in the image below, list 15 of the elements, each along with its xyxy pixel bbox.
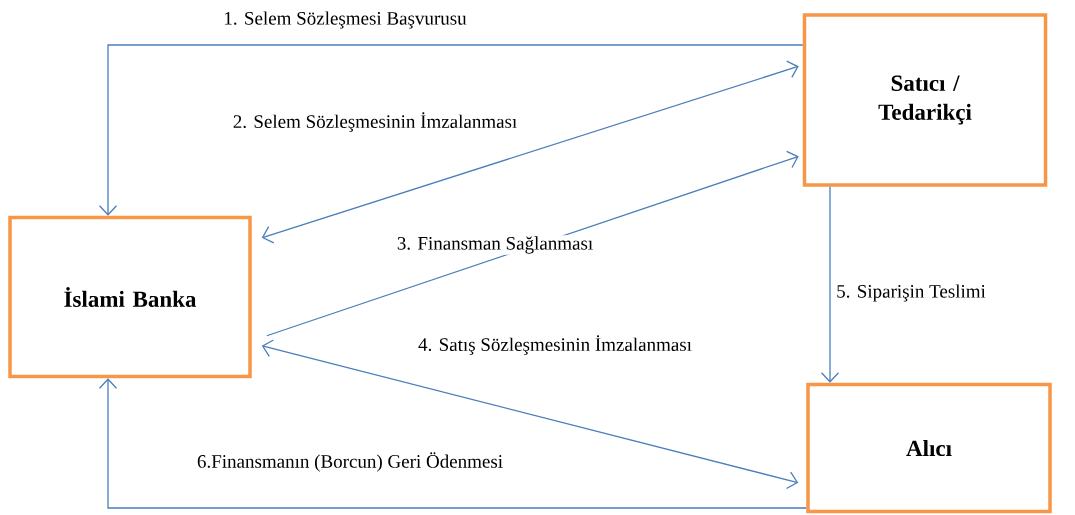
edge-label: 2. Selem Sözleşmesinin İmzalanması xyxy=(231,111,519,133)
arrow xyxy=(98,378,807,509)
edge-label: 4. Satış Sözleşmesinin İmzalanması xyxy=(417,334,693,356)
process-box: Satıcı / Tedarikçi xyxy=(802,13,1048,187)
edge-label: 5. Siparişin Teslimi xyxy=(835,283,987,303)
arrow xyxy=(820,186,840,383)
arrow xyxy=(261,60,799,244)
arrow xyxy=(266,150,799,337)
process-box: İslami Banka xyxy=(8,215,252,379)
arrow xyxy=(261,339,799,490)
arrow xyxy=(98,44,804,216)
process-box: Alıcı xyxy=(806,382,1052,514)
edge-label: 1. Selem Sözleşmesi Başvurusu xyxy=(222,10,468,30)
edge-label: 3. Finansman Sağlanması xyxy=(395,235,595,255)
edge-label: 6.Finansmanın (Borcun) Geri Ödenmesi xyxy=(196,451,505,473)
